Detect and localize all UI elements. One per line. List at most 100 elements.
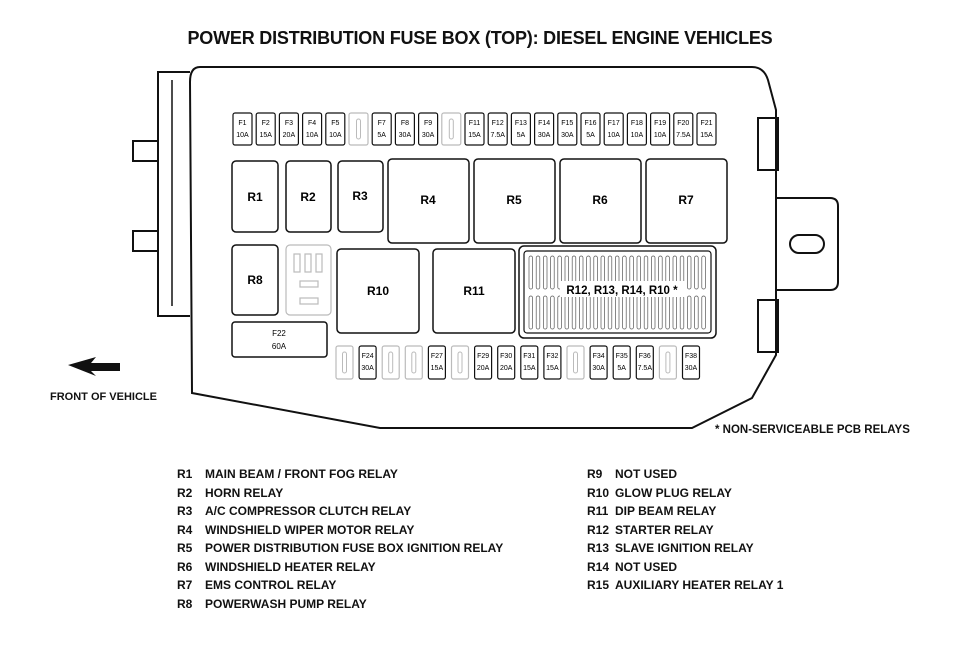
fuse-f11[interactable]: F11 15A xyxy=(464,112,485,146)
fuse-rating: 5A xyxy=(517,132,526,139)
legend-text: DIP BEAM RELAY xyxy=(615,504,717,518)
fuse-label: F30 xyxy=(500,353,512,360)
legend-code: R9 xyxy=(587,467,603,481)
fuse-label: F11 xyxy=(469,120,481,127)
fuse-rating: 15A xyxy=(259,132,272,139)
relay-r5[interactable]: R5 xyxy=(473,158,556,244)
fuse-label: F1 xyxy=(238,120,246,127)
fuse-label: F5 xyxy=(331,120,339,127)
vent-slot xyxy=(701,255,706,290)
vent-slot xyxy=(557,295,562,330)
relay-r4[interactable]: R4 xyxy=(387,158,470,244)
fuse-rating: 30A xyxy=(399,132,412,139)
fuse-rating: 10A xyxy=(607,132,620,139)
relay-r8-label: R8 xyxy=(247,273,263,287)
legend-text: NOT USED xyxy=(615,467,678,481)
front-arrow-icon xyxy=(68,357,120,376)
legend-row: R10 GLOW PLUG RELAY xyxy=(587,484,783,503)
fuse-rating: 20A xyxy=(500,365,513,372)
empty-fuse-slot xyxy=(441,112,462,146)
fuse-rating: 30A xyxy=(422,132,435,139)
relay-r6-label: R6 xyxy=(592,193,608,207)
relay-r11[interactable]: R11 xyxy=(432,248,516,334)
fuse-rating: 10A xyxy=(631,132,644,139)
vent-slot xyxy=(694,255,699,290)
legend-code: R3 xyxy=(177,504,193,518)
fuse-rating: 20A xyxy=(477,365,490,372)
relay-r2-label: R2 xyxy=(300,190,316,204)
legend-code: R1 xyxy=(177,467,193,481)
legend-code: R14 xyxy=(587,559,610,574)
fuse-f22-rating: 60A xyxy=(272,342,287,351)
relay-r8[interactable]: R8 xyxy=(231,244,279,316)
fuse-label: F27 xyxy=(431,353,443,360)
vent-slot xyxy=(535,255,541,290)
legend-text: STARTER RELAY xyxy=(615,522,714,537)
fuse-label: F9 xyxy=(424,120,432,127)
fuse-label: F16 xyxy=(584,120,596,127)
relay-r10[interactable]: R10 xyxy=(336,248,420,334)
fuse-rating: 7.5A xyxy=(676,132,691,139)
fuse-label: F13 xyxy=(515,120,527,127)
fuse-rating: 15A xyxy=(468,132,481,139)
relay-r2[interactable]: R2 xyxy=(285,160,332,233)
fuse-f34[interactable]: F34 30A xyxy=(589,345,608,380)
fuse-rating: 5A xyxy=(377,132,386,139)
fuse-label: F31 xyxy=(523,353,535,360)
fuse-label: F34 xyxy=(593,353,605,360)
fuse-f9[interactable]: F9 30A xyxy=(418,112,439,146)
fuse-f13[interactable]: F13 5A xyxy=(510,112,531,146)
fuse-f30[interactable]: F30 20A xyxy=(497,345,516,380)
fuse-rating: 30A xyxy=(561,132,574,139)
pcb-relay-block[interactable]: R12, R13, R14, R10 * xyxy=(518,245,717,339)
page-title: POWER DISTRIBUTION FUSE BOX (TOP): DIESE… xyxy=(187,28,773,48)
legend-text: GLOW PLUG RELAY xyxy=(615,485,732,500)
legend-code: R6 xyxy=(177,559,193,574)
empty-fuse-slot xyxy=(658,345,678,380)
fuse-f31[interactable]: F31 15A xyxy=(520,345,539,380)
relay-r7[interactable]: R7 xyxy=(645,158,728,244)
vent-slot xyxy=(535,295,541,330)
empty-fuse-slot xyxy=(348,112,369,146)
vent-slot xyxy=(694,295,699,330)
fuse-rating: 15A xyxy=(523,365,536,372)
legend-code: R10 xyxy=(587,485,610,500)
relay-r3[interactable]: R3 xyxy=(337,160,384,233)
relay-r6[interactable]: R6 xyxy=(559,158,642,244)
fuse-rating: 30A xyxy=(592,365,605,372)
fuse-f22[interactable]: F22 60A xyxy=(231,321,328,358)
vent-slot xyxy=(543,255,548,290)
relay-r1[interactable]: R1 xyxy=(231,160,279,233)
